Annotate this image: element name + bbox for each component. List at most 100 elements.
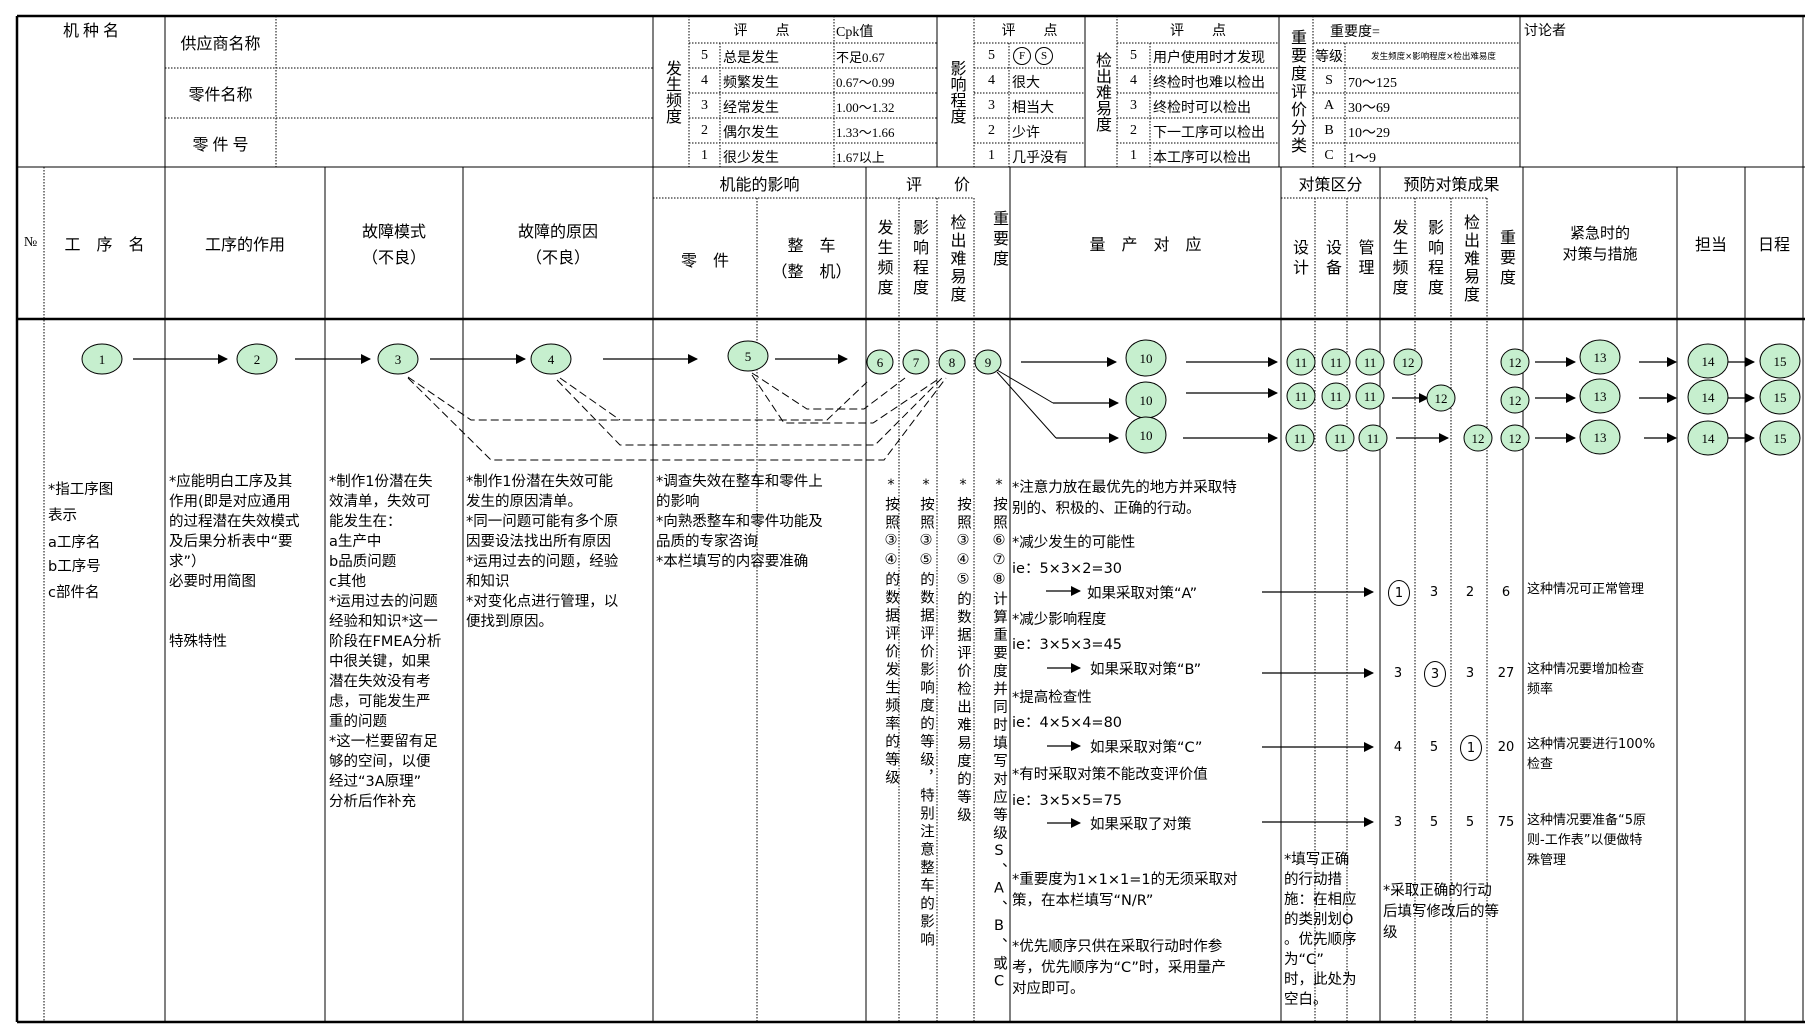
col-mass-production: 量 产 对 应 [1089, 237, 1202, 254]
failure-mode-note: 阶段在FMEA分析 [329, 634, 442, 650]
occurrence-cpk: 1.67以上 [836, 150, 885, 165]
flow-node-3: 3 [377, 343, 419, 375]
flow-node-label: 15 [1774, 390, 1787, 405]
flow-node-9: 9 [974, 349, 1002, 375]
process-function-note: 特殊特性 [169, 634, 227, 650]
col-emergency-line: 对策与措施 [1562, 247, 1638, 263]
failure-mode-note: 虑，可能发生严 [329, 694, 431, 710]
flow-node-label: 10 [1140, 351, 1153, 366]
col-failure-cause: 故障的原因 （不良） [463, 220, 653, 272]
flow-node-11: 11 [1286, 382, 1316, 410]
flow-node-label: 13 [1594, 389, 1607, 404]
process-name-note: 表示 [48, 508, 77, 524]
failure-mode-note: 经过“3A原理” [329, 774, 422, 790]
importance-range: 30～69 [1348, 101, 1390, 116]
importance-formula: 发生频度×影响程度×检出难易度 [1371, 51, 1496, 62]
severity-score: 3 [988, 97, 995, 113]
process-function-note: 的过程潜在失效模式 [169, 514, 300, 530]
failure-cause-note: 和知识 [466, 574, 510, 590]
flow-dashed-link [559, 377, 621, 421]
failure-cause-note: 便找到原因。 [466, 614, 553, 630]
process-function-note: 求”） [169, 554, 206, 570]
failure-mode-note: 能发生在： [329, 514, 402, 530]
flow-node-2: 2 [236, 343, 278, 375]
flow-node-12: 12 [1393, 348, 1423, 376]
failure-mode-note: 分析后作补充 [329, 794, 416, 810]
detection-desc: 本工序可以检出 [1153, 151, 1251, 166]
col-prevention-result: 预防对策成果 [1403, 176, 1500, 194]
mass-production-note: ie：5×3×2=30 [1012, 561, 1123, 577]
mass-production-note: 如果采取了对策 [1090, 817, 1192, 833]
occurrence-desc: 偶尔发生 [723, 126, 779, 141]
countermeasure-class-note: 空白。 [1284, 992, 1328, 1008]
mass-production-note: *重要度为1×1×1=1的无须采取对 [1012, 872, 1238, 888]
emergency-note: 这种情况要准备“5原 [1527, 813, 1647, 828]
result-value: 5 [1429, 814, 1439, 830]
col-pr-occurrence: 发生频度 [1389, 218, 1407, 299]
flow-node-14: 14 [1687, 379, 1729, 415]
flow-dashed-link [751, 374, 941, 424]
flow-dashed-link [407, 377, 947, 461]
flow-node-10: 10 [1125, 381, 1167, 419]
result-value: 3 [1393, 665, 1403, 681]
flow-node-14: 14 [1687, 420, 1729, 456]
flow-node-12: 12 [1500, 424, 1530, 452]
col-function-effect: 机能的影响 [719, 176, 800, 194]
flow-node-6: 6 [866, 349, 894, 375]
mass-production-note: *提高检查性 [1012, 690, 1092, 706]
process-function-note: 作用(即是对应通用 [169, 494, 291, 510]
col-no: № [23, 235, 38, 250]
occurrence-cpk: 不足0.67 [836, 50, 885, 65]
result-value: 27 [1497, 665, 1515, 681]
flow-node-label: 11 [1364, 355, 1377, 370]
flow-node-label: 11 [1367, 431, 1380, 446]
importance-grade: A [1323, 97, 1335, 113]
flow-connector [996, 369, 1054, 404]
detection-score: 5 [1130, 47, 1137, 63]
emergency-note: 殊管理 [1527, 853, 1567, 868]
occurrence-desc: 经常发生 [723, 101, 779, 116]
flow-node-label: 11 [1295, 355, 1308, 370]
prevention-result-note: 后填写修改后的等 [1383, 904, 1499, 920]
flow-node-11: 11 [1285, 424, 1315, 452]
flow-node-label: 15 [1774, 354, 1787, 369]
severity-score: 5 [988, 47, 995, 63]
function-effect-note: 的影响 [656, 494, 700, 510]
col-vehicle-line: 整 车 [787, 238, 836, 255]
severity-desc: 几乎没有 [1012, 151, 1068, 166]
mass-production-note: 如果采取对策“B” [1090, 662, 1202, 678]
col-failure-cause-line: 故障的原因 [517, 224, 598, 241]
mass-production-note: *有时采取对策不能改变评价值 [1012, 767, 1208, 783]
importance-range: 70～125 [1348, 76, 1397, 91]
severity-desc: 少许 [1012, 126, 1040, 141]
failure-cause-note: *制作1份潜在失效可能 [466, 474, 613, 490]
failure-mode-note: 效清单，失效可 [329, 494, 431, 510]
flow-node-15: 15 [1759, 379, 1801, 415]
flow-node-label: 12 [1402, 355, 1415, 370]
function-effect-note: *调查失效在整车和零件上 [656, 474, 823, 490]
col-countermeasure-class: 对策区分 [1298, 176, 1363, 194]
flow-node-label: 7 [913, 355, 920, 370]
failure-mode-note: 重的问题 [329, 714, 387, 730]
process-name-note: b工序号 [48, 559, 101, 575]
emergency-note: 这种情况要进行100% [1527, 737, 1656, 752]
flow-node-11: 11 [1286, 348, 1316, 376]
col-vehicle: 整 车 （整 机） [757, 234, 866, 286]
emergency-note: 则-工作表”以便做特 [1527, 833, 1643, 848]
flow-node-11: 11 [1321, 348, 1351, 376]
mass-production-note: 别的、积极的、正确的行动。 [1012, 501, 1201, 517]
severity-score: 4 [988, 72, 995, 88]
flow-node-label: 2 [254, 352, 261, 367]
emergency-note: 这种情况可正常管理 [1527, 582, 1645, 597]
importance-range: 1～9 [1348, 151, 1376, 166]
circled-s-icon: S [1035, 47, 1053, 65]
mass-production-note: ie：4×5×4=80 [1012, 715, 1123, 731]
flow-node-10: 10 [1125, 339, 1167, 377]
mass-production-note: ie：3×5×5=75 [1012, 793, 1123, 809]
flow-node-4: 4 [530, 343, 572, 375]
col-eval-importance: 重要度 [990, 210, 1007, 270]
result-value: 75 [1497, 814, 1515, 830]
countermeasure-class-note: 的行动措 [1284, 872, 1342, 888]
flow-node-label: 4 [548, 352, 555, 367]
